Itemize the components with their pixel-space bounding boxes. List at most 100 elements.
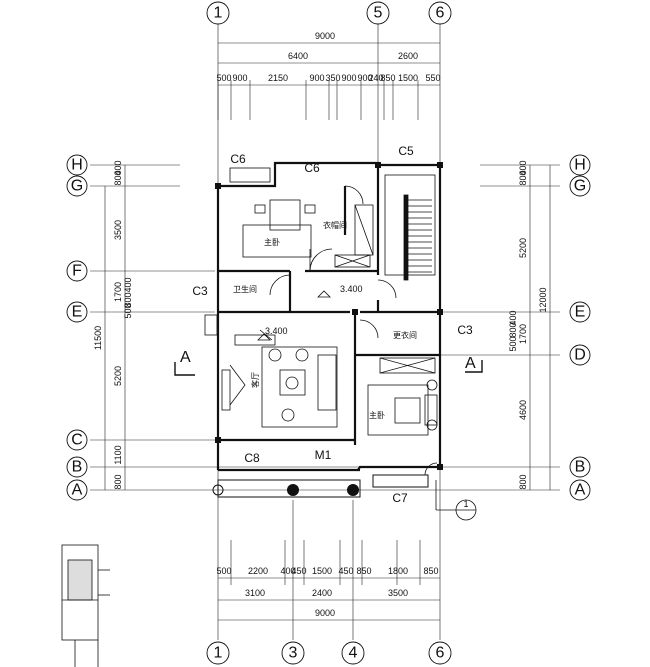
section-label-left: A <box>180 349 191 366</box>
dim-top-d9: 1500 <box>398 73 418 83</box>
axis-right-g: G <box>574 178 586 195</box>
dim-right-d5: 500 <box>508 336 518 351</box>
axis-bubbles <box>66 1 591 665</box>
dim-bottom-d2: 400 <box>280 566 295 576</box>
columns <box>215 162 443 496</box>
dim-right-d7: 4600 <box>518 400 528 420</box>
axis-left-c: C <box>71 432 83 449</box>
level-corridor: 3.400 <box>340 284 363 294</box>
dim-left-d9: 800 <box>113 170 123 185</box>
dim-bottom-mid-1: 3100 <box>245 588 265 598</box>
room-dressing: 更衣间 <box>393 330 417 340</box>
doors <box>269 185 438 476</box>
staircase <box>384 174 436 281</box>
dim-bottom-d7: 1800 <box>388 566 408 576</box>
window-tag-c3-left: C3 <box>192 284 208 298</box>
dim-top-overall: 9000 <box>315 31 335 41</box>
dim-right-d3: 400 <box>508 310 518 325</box>
dim-top-mid-1: 6400 <box>288 51 308 61</box>
dim-left-d8: 1100 <box>113 445 123 464</box>
axis-right-e: E <box>575 304 586 321</box>
room-living: 客厅 <box>250 372 260 388</box>
window-tag-c3-right: C3 <box>457 323 473 337</box>
dim-right-d0: 800 <box>518 474 528 489</box>
dim-right-d8: 800 <box>518 170 528 185</box>
dim-bottom-mid-3: 3500 <box>388 588 408 598</box>
wall-detail <box>61 544 110 667</box>
dim-bottom-d1: 2200 <box>248 566 268 576</box>
dim-left-d2: 3500 <box>113 220 123 240</box>
dim-left-d7: 5200 <box>113 366 123 386</box>
dim-top-d8: 850 <box>380 73 395 83</box>
dim-right-d2: 5200 <box>518 238 528 258</box>
bed-bottom <box>367 357 438 436</box>
dim-right-d6: 1700 <box>518 324 528 344</box>
window-tag-c7: C7 <box>392 491 408 505</box>
axis-left-b: B <box>72 459 83 476</box>
dim-bottom-mid-2: 2400 <box>312 588 332 598</box>
window-tag-c6-mid: C6 <box>304 161 320 175</box>
axis-bottom-4: 4 <box>349 645 358 662</box>
dim-bottom-d5: 450 <box>338 566 353 576</box>
dim-left-d0: 800 <box>113 474 123 489</box>
dim-bottom-d3: 450 <box>291 566 306 576</box>
axis-left-a: A <box>72 482 83 499</box>
dim-left-d1: 400 <box>113 160 123 175</box>
dim-bottom-d4: 1500 <box>312 566 332 576</box>
axis-bottom-6: 6 <box>436 645 445 662</box>
axis-bottom-3: 3 <box>289 645 298 662</box>
walls <box>216 161 442 472</box>
axis-bottom-1: 1 <box>214 645 223 662</box>
dim-top-d10: 550 <box>425 73 440 83</box>
dim-left-d4: 400 <box>123 277 133 292</box>
axis-top-6: 6 <box>436 5 445 22</box>
dim-bottom-d6: 850 <box>356 566 371 576</box>
dim-top-d6: 900 <box>357 73 372 83</box>
balcony <box>212 474 429 498</box>
axis-left-g: G <box>71 178 83 195</box>
dim-top-d7: 240 <box>368 73 383 83</box>
dim-top-d5: 900 <box>341 73 356 83</box>
dim-right-d1: 400 <box>518 160 528 175</box>
section-label-right: A <box>465 355 476 372</box>
living-furniture <box>204 314 338 428</box>
axis-top-1: 1 <box>214 5 223 22</box>
axis-right-a: A <box>575 482 586 499</box>
dim-left-d5: 800 <box>123 292 133 307</box>
level-marks <box>257 290 331 341</box>
bed-top <box>229 167 374 268</box>
dim-left-overall: 11500 <box>93 326 103 350</box>
room-master-bedroom-top: 主卧 <box>264 237 280 247</box>
dim-top-d1: 900 <box>232 73 247 83</box>
axis-left-f: F <box>72 263 82 280</box>
axis-grid <box>90 24 560 640</box>
window-tag-c6-left: C6 <box>230 152 246 166</box>
dim-right-d4: 800 <box>508 322 518 337</box>
dim-bottom-d8: 850 <box>423 566 438 576</box>
detail-callout-number: 1 <box>463 499 468 509</box>
dim-top-mid-2: 2600 <box>398 51 418 61</box>
level-living: 3.400 <box>265 326 288 336</box>
dim-top-d4: 350 <box>325 73 340 83</box>
dim-left-d3: 1700 <box>113 282 123 302</box>
dim-top-d0: 500 <box>216 73 231 83</box>
dim-left-d6: 500 <box>123 303 133 318</box>
section-markers <box>174 360 483 376</box>
room-bathroom: 卫生间 <box>233 284 257 294</box>
dim-right-overall: 12000 <box>538 287 548 312</box>
dim-top-d2: 2150 <box>268 73 288 83</box>
dim-bottom-overall: 9000 <box>315 608 335 618</box>
door-tag-m1: M1 <box>315 448 332 462</box>
axis-left-e: E <box>72 304 83 321</box>
window-tag-c8: C8 <box>244 451 260 465</box>
axis-right-b: B <box>575 459 586 476</box>
axis-top-5: 5 <box>374 5 383 22</box>
dimension-lines <box>104 42 551 621</box>
axis-right-h: H <box>574 157 586 174</box>
window-tag-c5: C5 <box>398 144 414 158</box>
dim-top-d3: 900 <box>309 73 324 83</box>
room-master-bedroom-bottom: 主卧 <box>369 410 385 420</box>
axis-left-h: H <box>71 157 83 174</box>
detail-callout-graphic <box>435 480 477 521</box>
